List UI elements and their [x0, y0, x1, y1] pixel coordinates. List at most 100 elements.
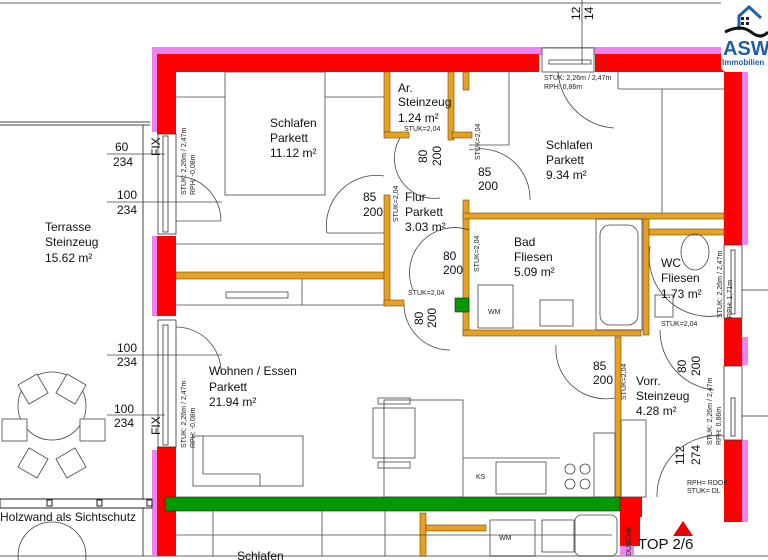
- door-width: 80: [675, 359, 689, 373]
- door-height: 200: [363, 205, 383, 219]
- room-floor: Fliesen: [514, 250, 553, 264]
- door-height: 200: [425, 308, 439, 328]
- interior-walls: [175, 71, 725, 557]
- door-width: 80: [412, 311, 426, 325]
- room-name: Bad: [514, 235, 535, 249]
- house-icon: [724, 4, 768, 38]
- room-area: 1.73 m²: [661, 287, 702, 301]
- window-width: 100: [117, 188, 137, 202]
- window-height: 234: [114, 416, 134, 430]
- stuk-note: STUK=2,04: [393, 186, 400, 222]
- stuk-note: STUK=2,04: [404, 126, 440, 133]
- window-height: 234: [117, 355, 137, 369]
- fridge-label: KS: [476, 474, 486, 481]
- room-name-partial: Schlafen: [237, 549, 284, 560]
- window-top: [541, 0, 595, 73]
- small-annotations: STUK=2,04 STUK=2,04 STUK=2,04 STUK=2,04 …: [181, 75, 734, 556]
- door-height: 200: [430, 146, 444, 166]
- door-height: 200: [689, 356, 703, 376]
- room-area: 15.62 m²: [45, 251, 92, 265]
- stuk-note: STUK=2,04: [475, 124, 482, 160]
- room-area: 1.24 m²: [398, 111, 439, 125]
- shower-label: DUSCHE: [626, 526, 633, 556]
- fix-label: FIX: [149, 137, 163, 156]
- window-left-upper: [157, 133, 177, 235]
- stuk-window-note: STUK: 2,26m / 2,47m: [181, 381, 188, 448]
- door-dim-labels-rotated: 80 200 80 200 80 200 112 274 12 14: [412, 6, 703, 465]
- unit-label: TOP 2/6: [638, 536, 694, 553]
- privacy-wall-label: Holzwand als Sichtschutz: [0, 510, 137, 524]
- door-width: 85: [593, 359, 607, 373]
- room-name: Vorr.: [636, 374, 661, 388]
- room-name: Wohnen / Essen: [209, 364, 297, 378]
- room-name: Terrasse: [45, 220, 91, 234]
- door-dim-labels: 85 200 85 200 80 200 85 200: [363, 165, 613, 387]
- rph-note: RPH= RDOK: [687, 480, 728, 487]
- rph-note: RPH: -0,08m: [190, 154, 197, 195]
- room-floor: Fliesen: [661, 271, 700, 285]
- terrace-chairs: [1, 373, 106, 479]
- logo-brand: ASW: [723, 38, 768, 60]
- door-height: 274: [689, 445, 703, 465]
- room-area: 21.94 m²: [209, 395, 256, 409]
- door-width: 85: [363, 190, 377, 204]
- door-height: 200: [443, 263, 463, 277]
- window-right: [723, 244, 768, 441]
- window-dimensions: [107, 153, 222, 416]
- door-width: 112: [673, 446, 687, 465]
- rph-note: RPH: 1,71m: [727, 280, 734, 318]
- party-wall: [164, 297, 621, 512]
- room-area: 5.09 m²: [514, 265, 555, 279]
- room-floor: Parkett: [546, 153, 585, 167]
- stuk-window-note: STUK: 2,26m / 2,47m: [544, 75, 611, 82]
- company-logo: ASW Immobilien: [721, 0, 768, 72]
- door-width: 85: [478, 165, 492, 179]
- room-area: 4.28 m²: [636, 404, 677, 418]
- room-area: 3.03 m²: [405, 220, 446, 234]
- room-floor: Parkett: [405, 205, 444, 219]
- room-floor: Steinzeug: [45, 235, 98, 249]
- room-name: Ar.: [398, 81, 413, 95]
- room-floor: Parkett: [270, 131, 309, 145]
- stuk-window-note: STUK: 2,26m / 2,47m: [707, 378, 714, 445]
- room-name: Flur: [405, 190, 426, 204]
- stuk-note: STUK=2,04: [408, 290, 444, 297]
- rph-note: RPH: 0,86m: [544, 84, 582, 91]
- stuk-note: STUK=2,04: [621, 364, 628, 400]
- door-height: 200: [478, 179, 498, 193]
- room-floor: Steinzeug: [636, 389, 689, 403]
- room-area: 9.34 m²: [546, 168, 587, 182]
- washing-machine-label: WM: [488, 309, 501, 316]
- stuk-note: STUK=2,04: [474, 236, 481, 272]
- privacy-wall: [0, 498, 153, 509]
- logo-subtitle: Immobilien: [722, 58, 765, 67]
- fix-label: FIX: [149, 416, 163, 435]
- top-dim: 14: [582, 6, 596, 20]
- room-floor: Parkett: [209, 380, 248, 394]
- window-width: 100: [114, 402, 134, 416]
- window-width: 100: [117, 341, 137, 355]
- room-name: WC: [661, 256, 681, 270]
- room-labels: Schlafen Parkett 11.12 m² Ar. Steinzeug …: [45, 81, 702, 560]
- door-swings: [175, 71, 725, 498]
- rph-note: RPH: -0,08m: [190, 407, 197, 448]
- window-dim-labels: 60 234 100 234 100 234 100 234: [113, 140, 137, 430]
- window-width: 60: [115, 140, 129, 154]
- stuk-window-note: STUK: 2,26m / 2,47m: [717, 251, 724, 318]
- entrance-marker-icon: [673, 521, 693, 536]
- room-name: Schlafen: [270, 116, 317, 130]
- washing-machine-label: WM: [499, 535, 512, 542]
- stuk-note: STUK= DL: [687, 488, 721, 495]
- room-area: 11.12 m²: [270, 146, 316, 160]
- door-height: 200: [593, 373, 613, 387]
- room-floor: Steinzeug: [398, 95, 451, 109]
- window-height: 234: [113, 155, 133, 169]
- furniture: [17, 71, 724, 560]
- rph-note: RPH: 0,86m: [716, 407, 723, 445]
- door-width: 80: [443, 249, 457, 263]
- door-width: 80: [416, 149, 430, 163]
- terrace-outline: [0, 121, 150, 556]
- top-dim: 12: [569, 6, 583, 20]
- room-name: Schlafen: [546, 138, 593, 152]
